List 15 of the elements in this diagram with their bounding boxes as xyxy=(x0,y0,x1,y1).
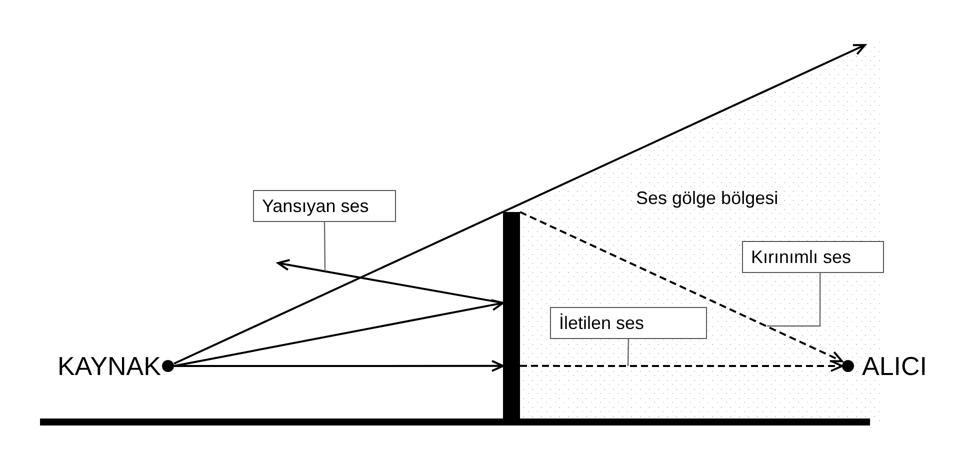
point-label: KAYNAK xyxy=(57,353,161,379)
label-box: Kırınımlı ses xyxy=(742,241,884,273)
arrow xyxy=(520,360,843,372)
point-label: ALICI xyxy=(862,353,928,379)
leader-line xyxy=(767,273,821,327)
label-box: Yansıyan ses xyxy=(253,190,396,222)
leader-line xyxy=(324,222,326,271)
arrow xyxy=(520,211,843,362)
zone-label: Ses gölge bölgesi xyxy=(636,187,778,210)
arrow xyxy=(277,259,504,304)
label-box: İletilen ses xyxy=(550,307,707,339)
arrow xyxy=(174,44,866,364)
arrow xyxy=(174,360,504,372)
arrow xyxy=(174,299,504,367)
leader-line xyxy=(627,338,630,366)
